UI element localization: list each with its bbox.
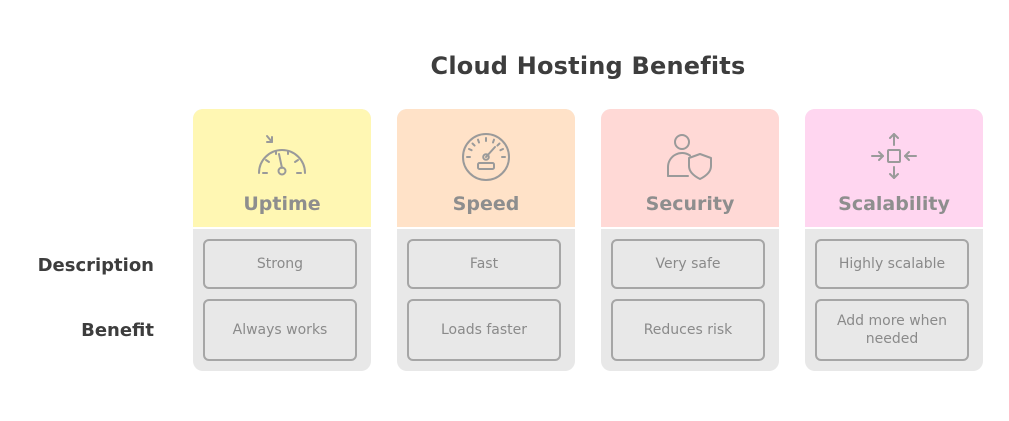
column-header-security: Security <box>601 109 779 227</box>
cell-description-uptime: Strong <box>203 239 357 289</box>
column-divider <box>805 227 983 229</box>
column-title-scalability: Scalability <box>838 193 950 215</box>
row-label-description: Description <box>37 255 154 276</box>
cell-description-speed: Fast <box>407 239 561 289</box>
column-header-uptime: Uptime <box>193 109 371 227</box>
column-title-speed: Speed <box>452 193 520 215</box>
uptime-gauge-icon <box>252 127 312 187</box>
cell-benefit-speed: Loads faster <box>407 299 561 361</box>
column-divider <box>193 227 371 229</box>
speedometer-icon <box>456 127 516 187</box>
column-title-security: Security <box>645 193 735 215</box>
column-security: Security Very safe Reduces risk <box>601 109 779 371</box>
cell-description-scalability: Highly scalable <box>815 239 969 289</box>
column-header-scalability: Scalability <box>805 109 983 227</box>
cell-description-security: Very safe <box>611 239 765 289</box>
user-shield-icon <box>660 127 720 187</box>
column-uptime: Uptime Strong Always works <box>193 109 371 371</box>
column-header-speed: Speed <box>397 109 575 227</box>
column-title-uptime: Uptime <box>243 193 321 215</box>
column-divider <box>601 227 779 229</box>
column-speed: Speed Fast Loads faster <box>397 109 575 371</box>
cell-benefit-scalability: Add more when needed <box>815 299 969 361</box>
cell-benefit-security: Reduces risk <box>611 299 765 361</box>
column-scalability: Scalability Highly scalable Add more whe… <box>805 109 983 371</box>
row-label-benefit: Benefit <box>81 320 154 341</box>
expand-arrows-icon <box>864 127 924 187</box>
column-divider <box>397 227 575 229</box>
cell-benefit-uptime: Always works <box>203 299 357 361</box>
diagram-title: Cloud Hosting Benefits <box>430 52 746 80</box>
